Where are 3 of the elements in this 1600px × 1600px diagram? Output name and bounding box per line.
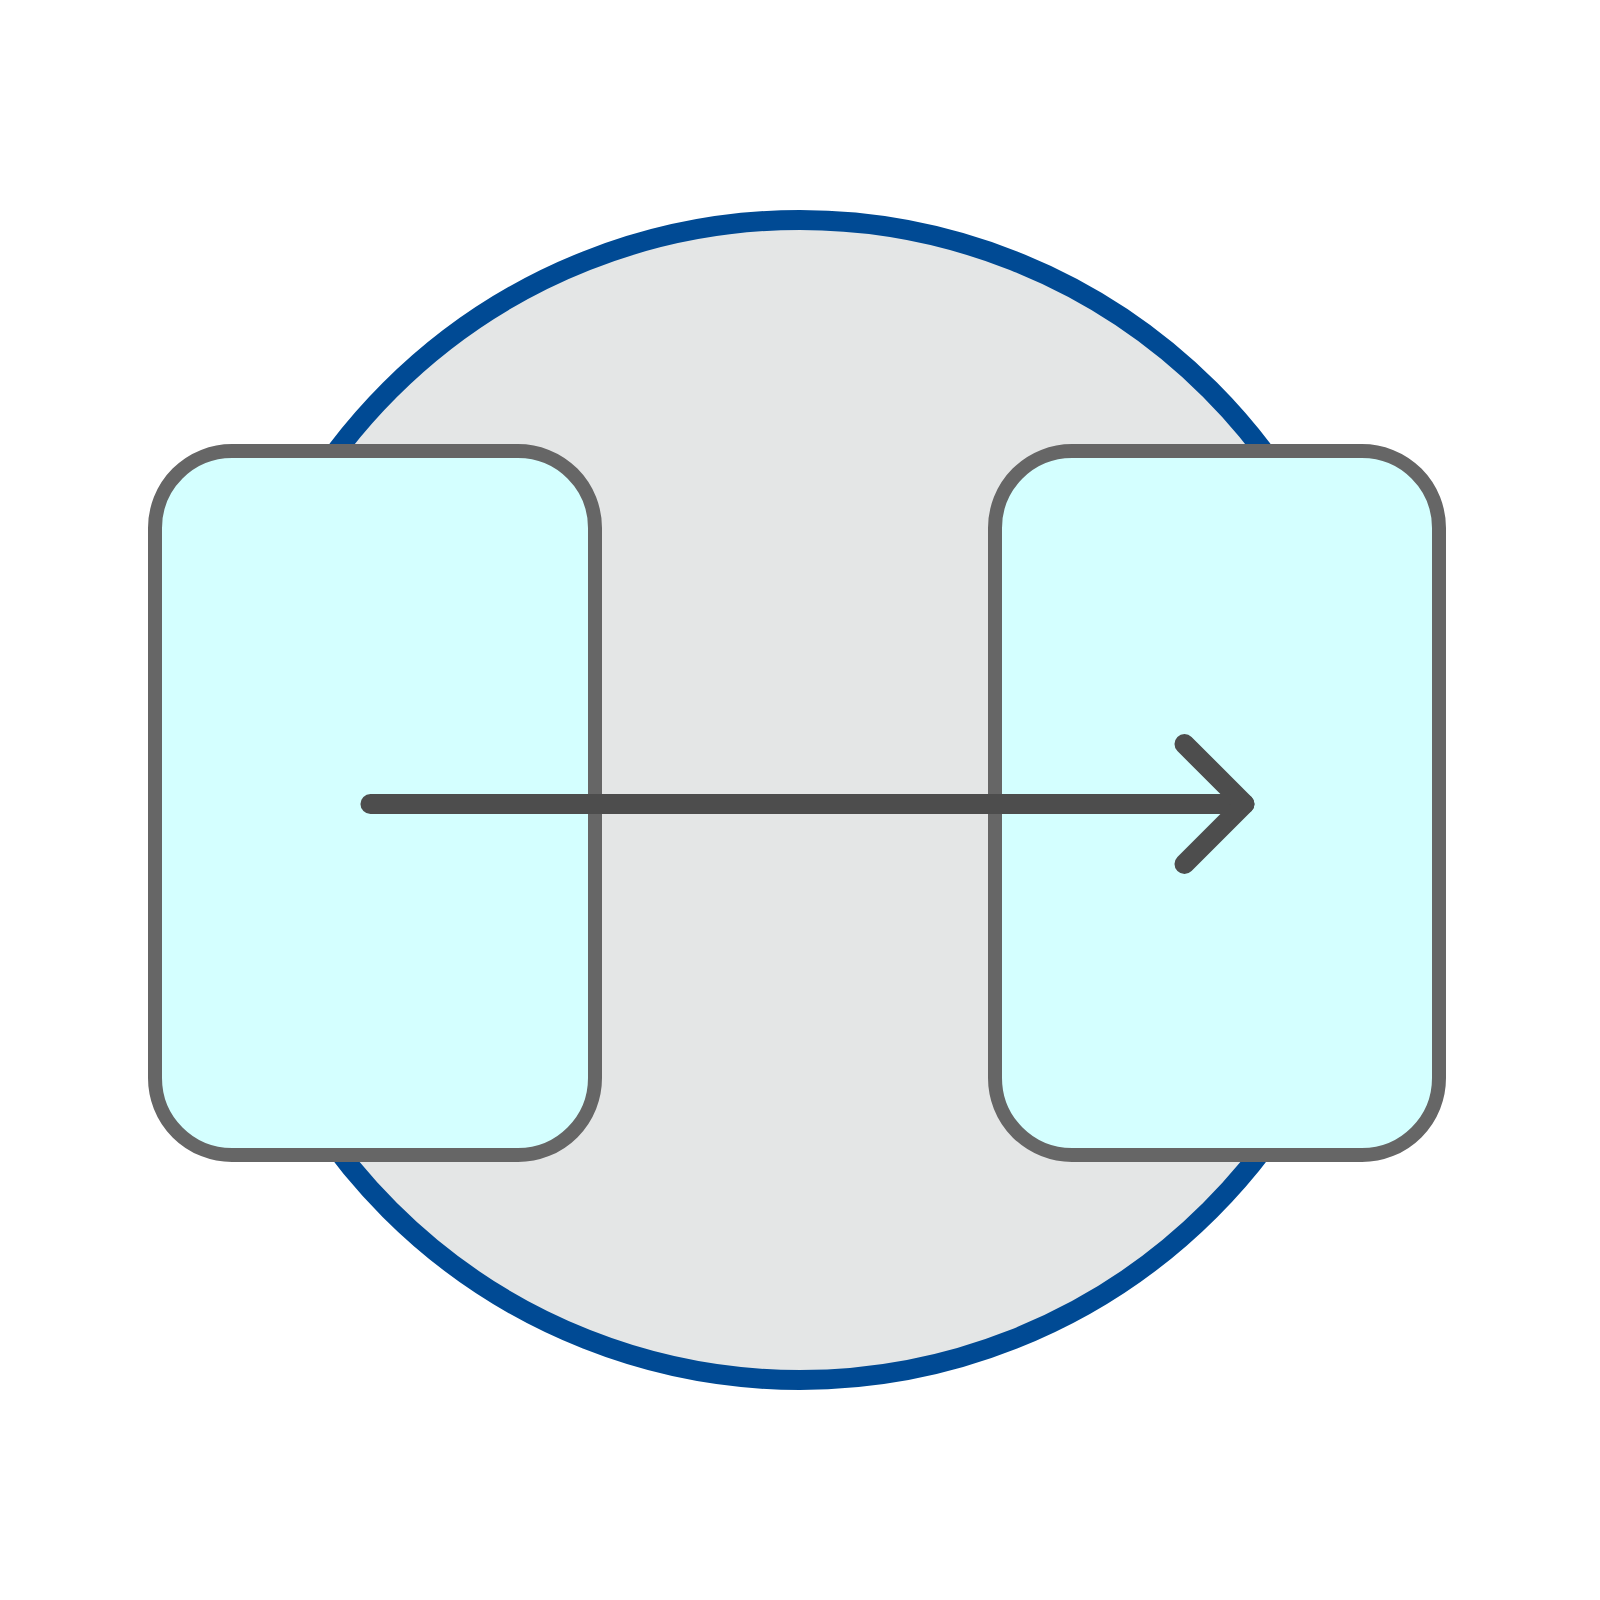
rounded-box	[148, 444, 602, 1162]
rounded-box	[988, 444, 1446, 1162]
arrow	[360, 734, 1255, 874]
